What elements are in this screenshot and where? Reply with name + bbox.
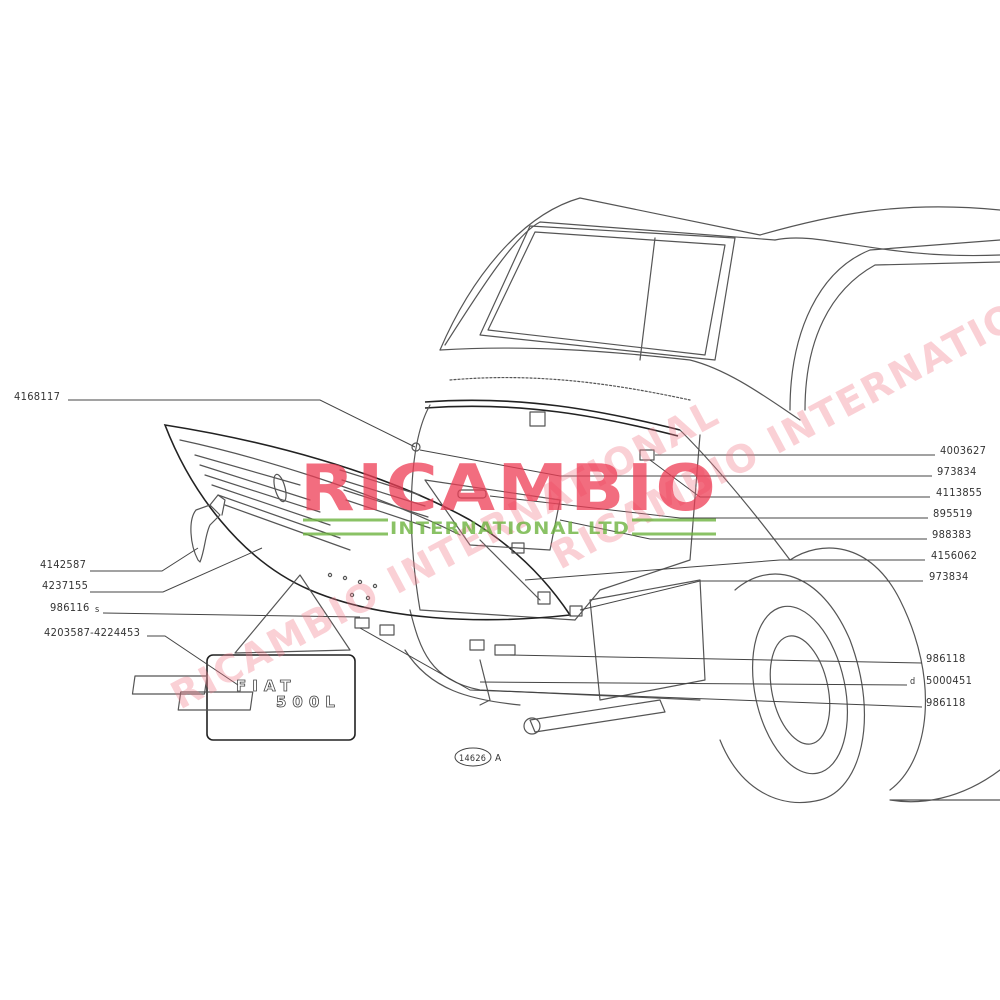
watermark-main: RICAMBIO <box>300 452 718 526</box>
part-label-4142587: 4142587 <box>40 558 86 571</box>
car-body-drawing <box>404 197 1000 804</box>
figure-number: 14626 <box>459 754 486 764</box>
badge-inset: FIAT 500L <box>131 574 356 741</box>
part-label-prefix-d: d <box>910 677 915 687</box>
part-label-986118: 986118 <box>926 652 966 665</box>
leader-lines <box>68 399 935 708</box>
part-label-973834-b: 973834 <box>929 570 969 583</box>
engine-lid-drawing <box>163 423 572 621</box>
latch-handle-drawing <box>190 494 226 563</box>
part-label-986116: 986116 <box>50 601 90 614</box>
part-label-4156062: 4156062 <box>931 549 977 562</box>
badge-line-1: FIAT <box>236 677 297 695</box>
part-label-895519: 895519 <box>933 507 973 520</box>
watermark: RICAMBIO INTERNATIONAL RICAMBIO INTERNAT… <box>164 251 1000 718</box>
part-label-4237155: 4237155 <box>42 579 88 592</box>
part-label-4168117: 4168117 <box>14 390 60 403</box>
lid-vent-holes <box>327 572 378 601</box>
part-label-4113855: 4113855 <box>936 486 982 499</box>
figure-number-oval <box>454 747 492 767</box>
figure-suffix: A <box>495 753 502 764</box>
small-fittings <box>354 411 655 656</box>
part-label-973834: 973834 <box>937 465 977 478</box>
part-label-4203587-4224453: 4203587-4224453 <box>44 626 140 639</box>
badge-line-2: 500L <box>276 693 341 711</box>
part-label-4003627: 4003627 <box>940 444 986 457</box>
part-label-988383: 988383 <box>932 528 972 541</box>
watermark-sub: INTERNATIONAL LTD <box>390 519 630 539</box>
part-label-5000451: 5000451 <box>926 674 972 687</box>
part-label-suffix-s: s <box>95 605 100 615</box>
part-label-986118-b: 986118 <box>926 696 966 709</box>
